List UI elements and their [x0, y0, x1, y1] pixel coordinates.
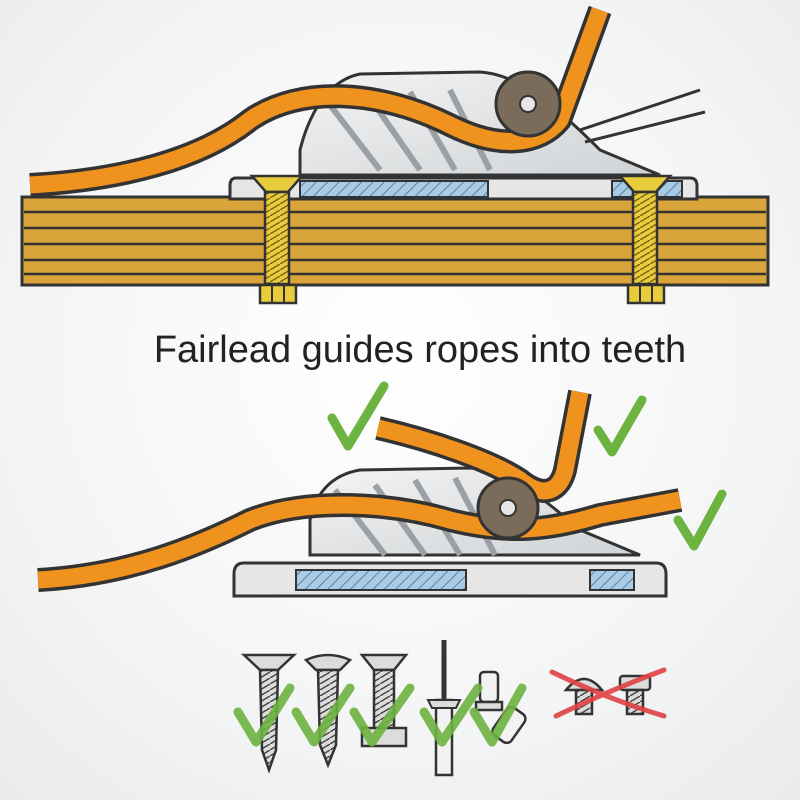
roller-icon — [476, 476, 540, 540]
caption: Fairlead guides ropes into teeth — [154, 329, 686, 371]
check-icon — [673, 489, 727, 551]
self-tapping-screw-icon — [303, 653, 353, 769]
check-icon — [593, 395, 647, 457]
check-icon — [233, 683, 295, 747]
cross-icon — [549, 667, 667, 719]
bottom-diagram — [37, 381, 727, 598]
fasteners-row — [233, 640, 667, 777]
check-icon — [469, 683, 527, 747]
mounting-screw-icon — [249, 174, 305, 305]
roller-icon — [494, 70, 562, 138]
rope-icon — [29, 5, 612, 197]
check-icon — [349, 683, 415, 747]
check-icon — [327, 381, 389, 451]
top-diagram — [20, 5, 770, 305]
mounting-screw-icon — [617, 174, 673, 305]
check-icon — [291, 683, 355, 747]
check-icon — [419, 683, 483, 747]
rope-tail-lines — [579, 88, 706, 144]
pop-rivet-icon — [426, 640, 462, 777]
wood-screw-icon — [240, 653, 298, 774]
